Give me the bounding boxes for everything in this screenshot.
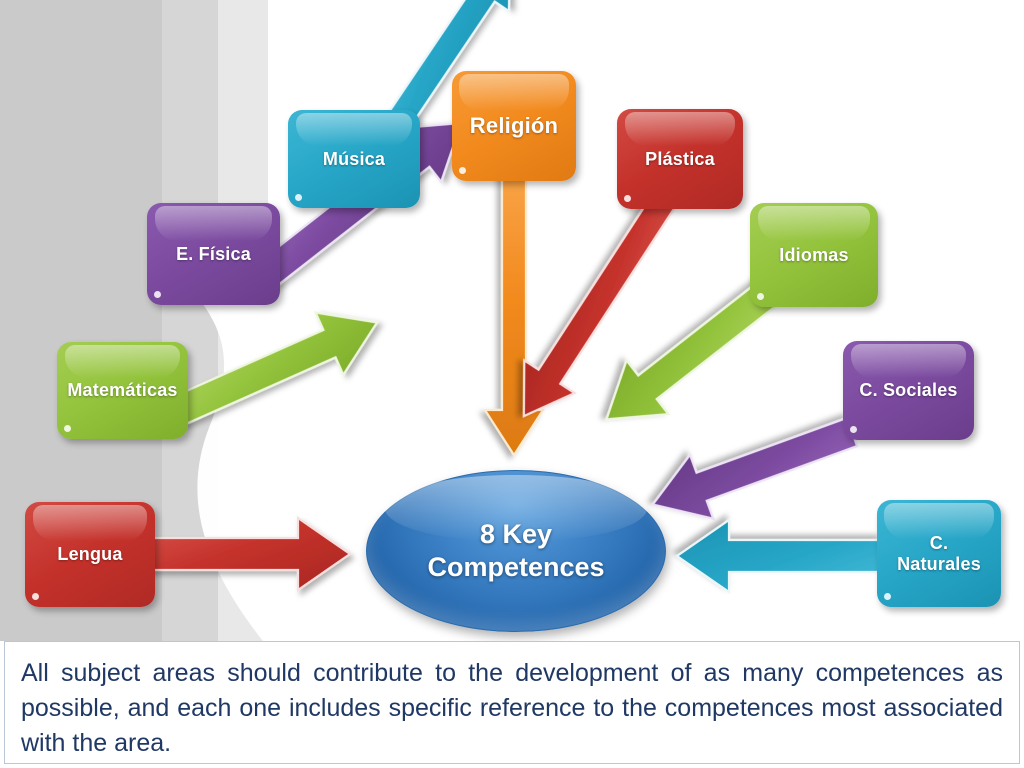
caption-text-box: All subject areas should contribute to t… xyxy=(4,641,1020,764)
subject-label-idiomas: Idiomas xyxy=(779,244,849,265)
subject-box-idiomas[interactable]: Idiomas xyxy=(750,203,878,307)
center-ellipse-label: 8 Key Competences xyxy=(427,519,605,582)
arrow-lengua xyxy=(148,515,352,593)
subject-box-religion[interactable]: Religión xyxy=(452,71,576,181)
subject-label-matematicas: Matemáticas xyxy=(67,380,178,401)
subject-label-musica: Música xyxy=(322,148,386,169)
subject-box-plastica[interactable]: Plástica xyxy=(617,109,743,209)
subject-label-lengua: Lengua xyxy=(57,544,123,565)
subject-box-c-naturales[interactable]: C. Naturales xyxy=(877,500,1001,607)
arrow-idiomas xyxy=(604,276,783,421)
subject-box-musica[interactable]: Música xyxy=(288,110,420,208)
center-ellipse[interactable]: 8 Key Competences xyxy=(366,470,666,632)
caption-text: All subject areas should contribute to t… xyxy=(21,659,1003,757)
subject-label-religion: Religión xyxy=(469,113,559,139)
subject-box-lengua[interactable]: Lengua xyxy=(25,502,155,607)
subject-label-c-sociales: C. Sociales xyxy=(859,380,958,401)
subject-label-plastica: Plástica xyxy=(645,148,715,169)
subject-box-e-fisica[interactable]: E. Física xyxy=(147,203,280,305)
arrow-c-sociales xyxy=(650,416,859,521)
arrow-plastica xyxy=(522,179,685,418)
subject-box-matematicas[interactable]: Matemáticas xyxy=(57,342,188,439)
arrow-c-naturales xyxy=(675,517,882,595)
arrow-matematicas xyxy=(168,311,379,428)
subject-label-c-naturales: C. Naturales xyxy=(897,532,981,574)
subject-label-e-fisica: E. Física xyxy=(176,243,251,264)
subject-box-c-sociales[interactable]: C. Sociales xyxy=(843,341,974,440)
